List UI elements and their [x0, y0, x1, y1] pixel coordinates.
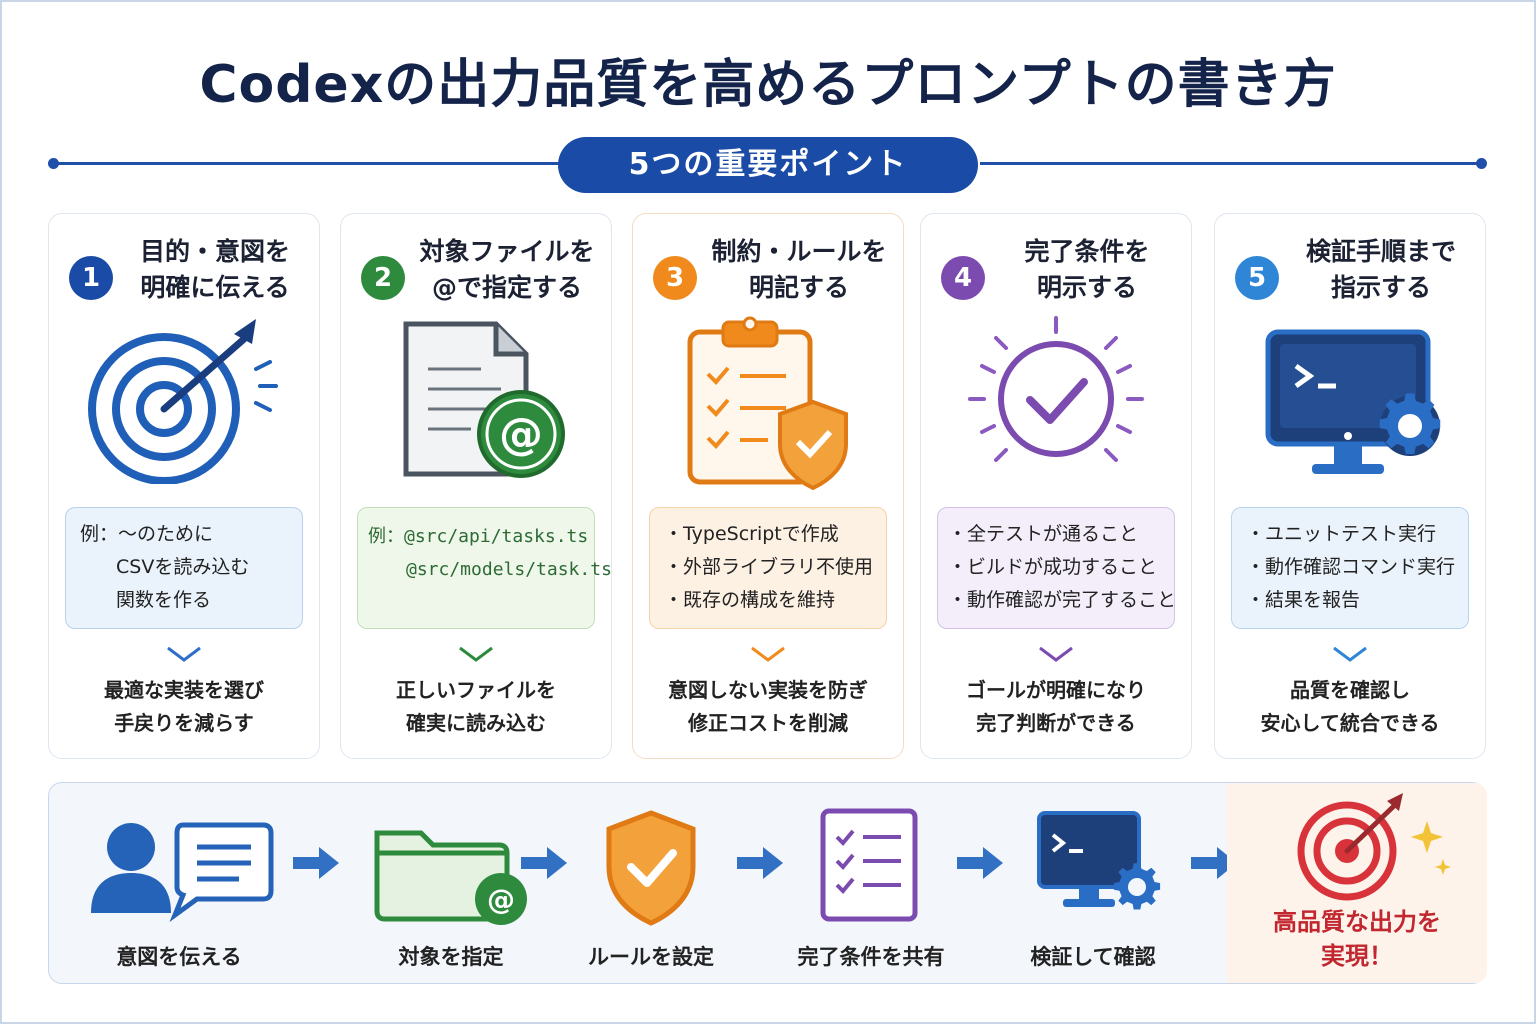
- flow-step-label: ルールを設定: [588, 945, 714, 969]
- step-number-badge: 1: [69, 256, 113, 300]
- point-card-3: 3 制約・ルールを 明記する ・TypeScriptで作成 ・外部ライブラリ不使…: [632, 213, 904, 759]
- example-line: 関数を作る: [116, 589, 212, 611]
- checklist-icon: [820, 808, 918, 922]
- card-header: 1 目的・意図を 明確に伝える: [49, 232, 319, 322]
- chevron-down-icon: [1039, 646, 1073, 662]
- shield-check-icon: [606, 810, 696, 926]
- page-title: Codexの出力品質を高めるプロンプトの書き方: [199, 55, 1337, 115]
- divider-dot-left: [48, 158, 59, 169]
- flow-step-label: 完了条件を共有: [797, 945, 945, 969]
- card-result: 最適な実装を選び 手戻りを減らす: [104, 678, 264, 735]
- card-header: 3 制約・ルールを 明記する: [633, 232, 903, 322]
- card-header: 2 対象ファイルを @で指定する: [341, 232, 611, 322]
- step-number-badge: 3: [653, 256, 697, 300]
- divider-left: [52, 162, 560, 165]
- flow-step-label: 対象を指定: [398, 945, 504, 969]
- flow-step-target: @ 対象を指定: [351, 803, 551, 973]
- card-header: 4 完了条件を 明示する: [921, 232, 1191, 322]
- monitor-gear-icon: [1215, 314, 1485, 504]
- example-box: ・ユニットテスト実行 ・動作確認コマンド実行 ・結果を報告: [1231, 507, 1469, 629]
- flow-step-label: 意図を伝える: [116, 945, 242, 969]
- arrow-right-icon: [293, 847, 339, 879]
- example-line: ・結果を報告: [1246, 589, 1361, 611]
- card-title: 対象ファイルを @で指定する: [419, 237, 595, 302]
- point-card-4: 4 完了条件を 明示する ・全テストが通ること ・ビルドが成功すること ・動作確…: [920, 213, 1192, 759]
- svg-text:@: @: [499, 409, 543, 460]
- example-box: 例：～のために CSVを読み込む 関数を作る: [65, 507, 303, 629]
- process-flow: 意図を伝える @ 対象を指定 ルールを設定: [48, 782, 1487, 984]
- point-card-2: 2 対象ファイルを @で指定する @ 例：@src/api/tasks.ts @…: [340, 213, 612, 759]
- arrow-right-icon: [737, 847, 783, 879]
- file-at-icon: @: [341, 314, 611, 504]
- subtitle-pill: 5つの重要ポイント: [558, 137, 978, 193]
- example-line: ・動作確認コマンド実行: [1246, 556, 1456, 578]
- target-icon: [49, 314, 319, 504]
- clipboard-shield-icon: [633, 314, 903, 504]
- example-line: CSVを読み込む: [116, 556, 250, 578]
- card-title: 制約・ルールを 明記する: [711, 237, 887, 302]
- point-card-1: 1 目的・意図を 明確に伝える 例：～のために CSVを読み込む 関数を作る 最…: [48, 213, 320, 759]
- card-title: 目的・意図を 明確に伝える: [139, 237, 290, 302]
- example-line: ・TypeScriptで作成: [664, 523, 839, 545]
- monitor-gear-icon: [1037, 811, 1161, 910]
- point-card-5: 5 検証手順まで 指示する ・ユニットテスト実行 ・動作確認コマンド実行 ・結果…: [1214, 213, 1486, 759]
- example-box: 例：@src/api/tasks.ts @src/models/task.ts: [357, 507, 612, 629]
- flow-step-rules: ルールを設定: [551, 803, 751, 973]
- folder-at-icon: @: [374, 830, 527, 925]
- example-line: ・外部ライブラリ不使用: [664, 556, 874, 578]
- final-result-label: 高品質な出力を 実現！: [1273, 908, 1441, 970]
- chevron-down-icon: [1333, 646, 1367, 662]
- svg-text:@: @: [487, 883, 515, 916]
- flow-step-verify: 検証して確認: [993, 803, 1193, 973]
- flow-step-label: 検証して確認: [1030, 945, 1156, 969]
- person-speech-icon: [91, 822, 274, 923]
- card-result: ゴールが明確になり 完了判断ができる: [966, 678, 1146, 735]
- example-line: ・既存の構成を維持: [664, 589, 836, 611]
- chevron-down-icon: [459, 646, 493, 662]
- step-number-badge: 5: [1235, 256, 1279, 300]
- card-title: 完了条件を 明示する: [1024, 237, 1150, 302]
- target-sparkle-icon: [1297, 793, 1451, 901]
- card-result: 正しいファイルを 確実に読み込む: [396, 678, 556, 735]
- example-line: @src/models/task.ts: [406, 559, 612, 580]
- chevron-down-icon: [751, 646, 785, 662]
- example-line: 例：@src/api/tasks.ts: [368, 526, 589, 547]
- flow-step-intent: 意図を伝える: [79, 803, 279, 973]
- card-title: 検証手順まで 指示する: [1305, 237, 1456, 302]
- check-circle-icon: [921, 314, 1191, 504]
- example-line: 例：～のために: [80, 523, 214, 545]
- card-header: 5 検証手順まで 指示する: [1215, 232, 1485, 322]
- example-line: ・全テストが通ること: [948, 523, 1139, 545]
- divider-right: [980, 162, 1480, 165]
- example-box: ・全テストが通ること ・ビルドが成功すること ・動作確認が完了すること: [937, 507, 1177, 629]
- example-line: ・動作確認が完了すること: [948, 589, 1177, 611]
- card-result: 品質を確認し 安心して統合できる: [1260, 678, 1440, 735]
- example-line: ・ビルドが成功すること: [948, 556, 1158, 578]
- final-result-panel: 高品質な出力を 実現！: [1227, 783, 1487, 983]
- example-line: ・ユニットテスト実行: [1246, 523, 1437, 545]
- arrow-right-icon: [957, 847, 1003, 879]
- chevron-down-icon: [167, 646, 201, 662]
- divider-dot-right: [1476, 158, 1487, 169]
- step-number-badge: 4: [941, 256, 985, 300]
- arrow-right-icon: [521, 847, 567, 879]
- flow-step-criteria: 完了条件を共有: [771, 803, 971, 973]
- example-box: ・TypeScriptで作成 ・外部ライブラリ不使用 ・既存の構成を維持: [649, 507, 887, 629]
- card-result: 意図しない実装を防ぎ 修正コストを削減: [668, 678, 868, 735]
- step-number-badge: 2: [361, 256, 405, 300]
